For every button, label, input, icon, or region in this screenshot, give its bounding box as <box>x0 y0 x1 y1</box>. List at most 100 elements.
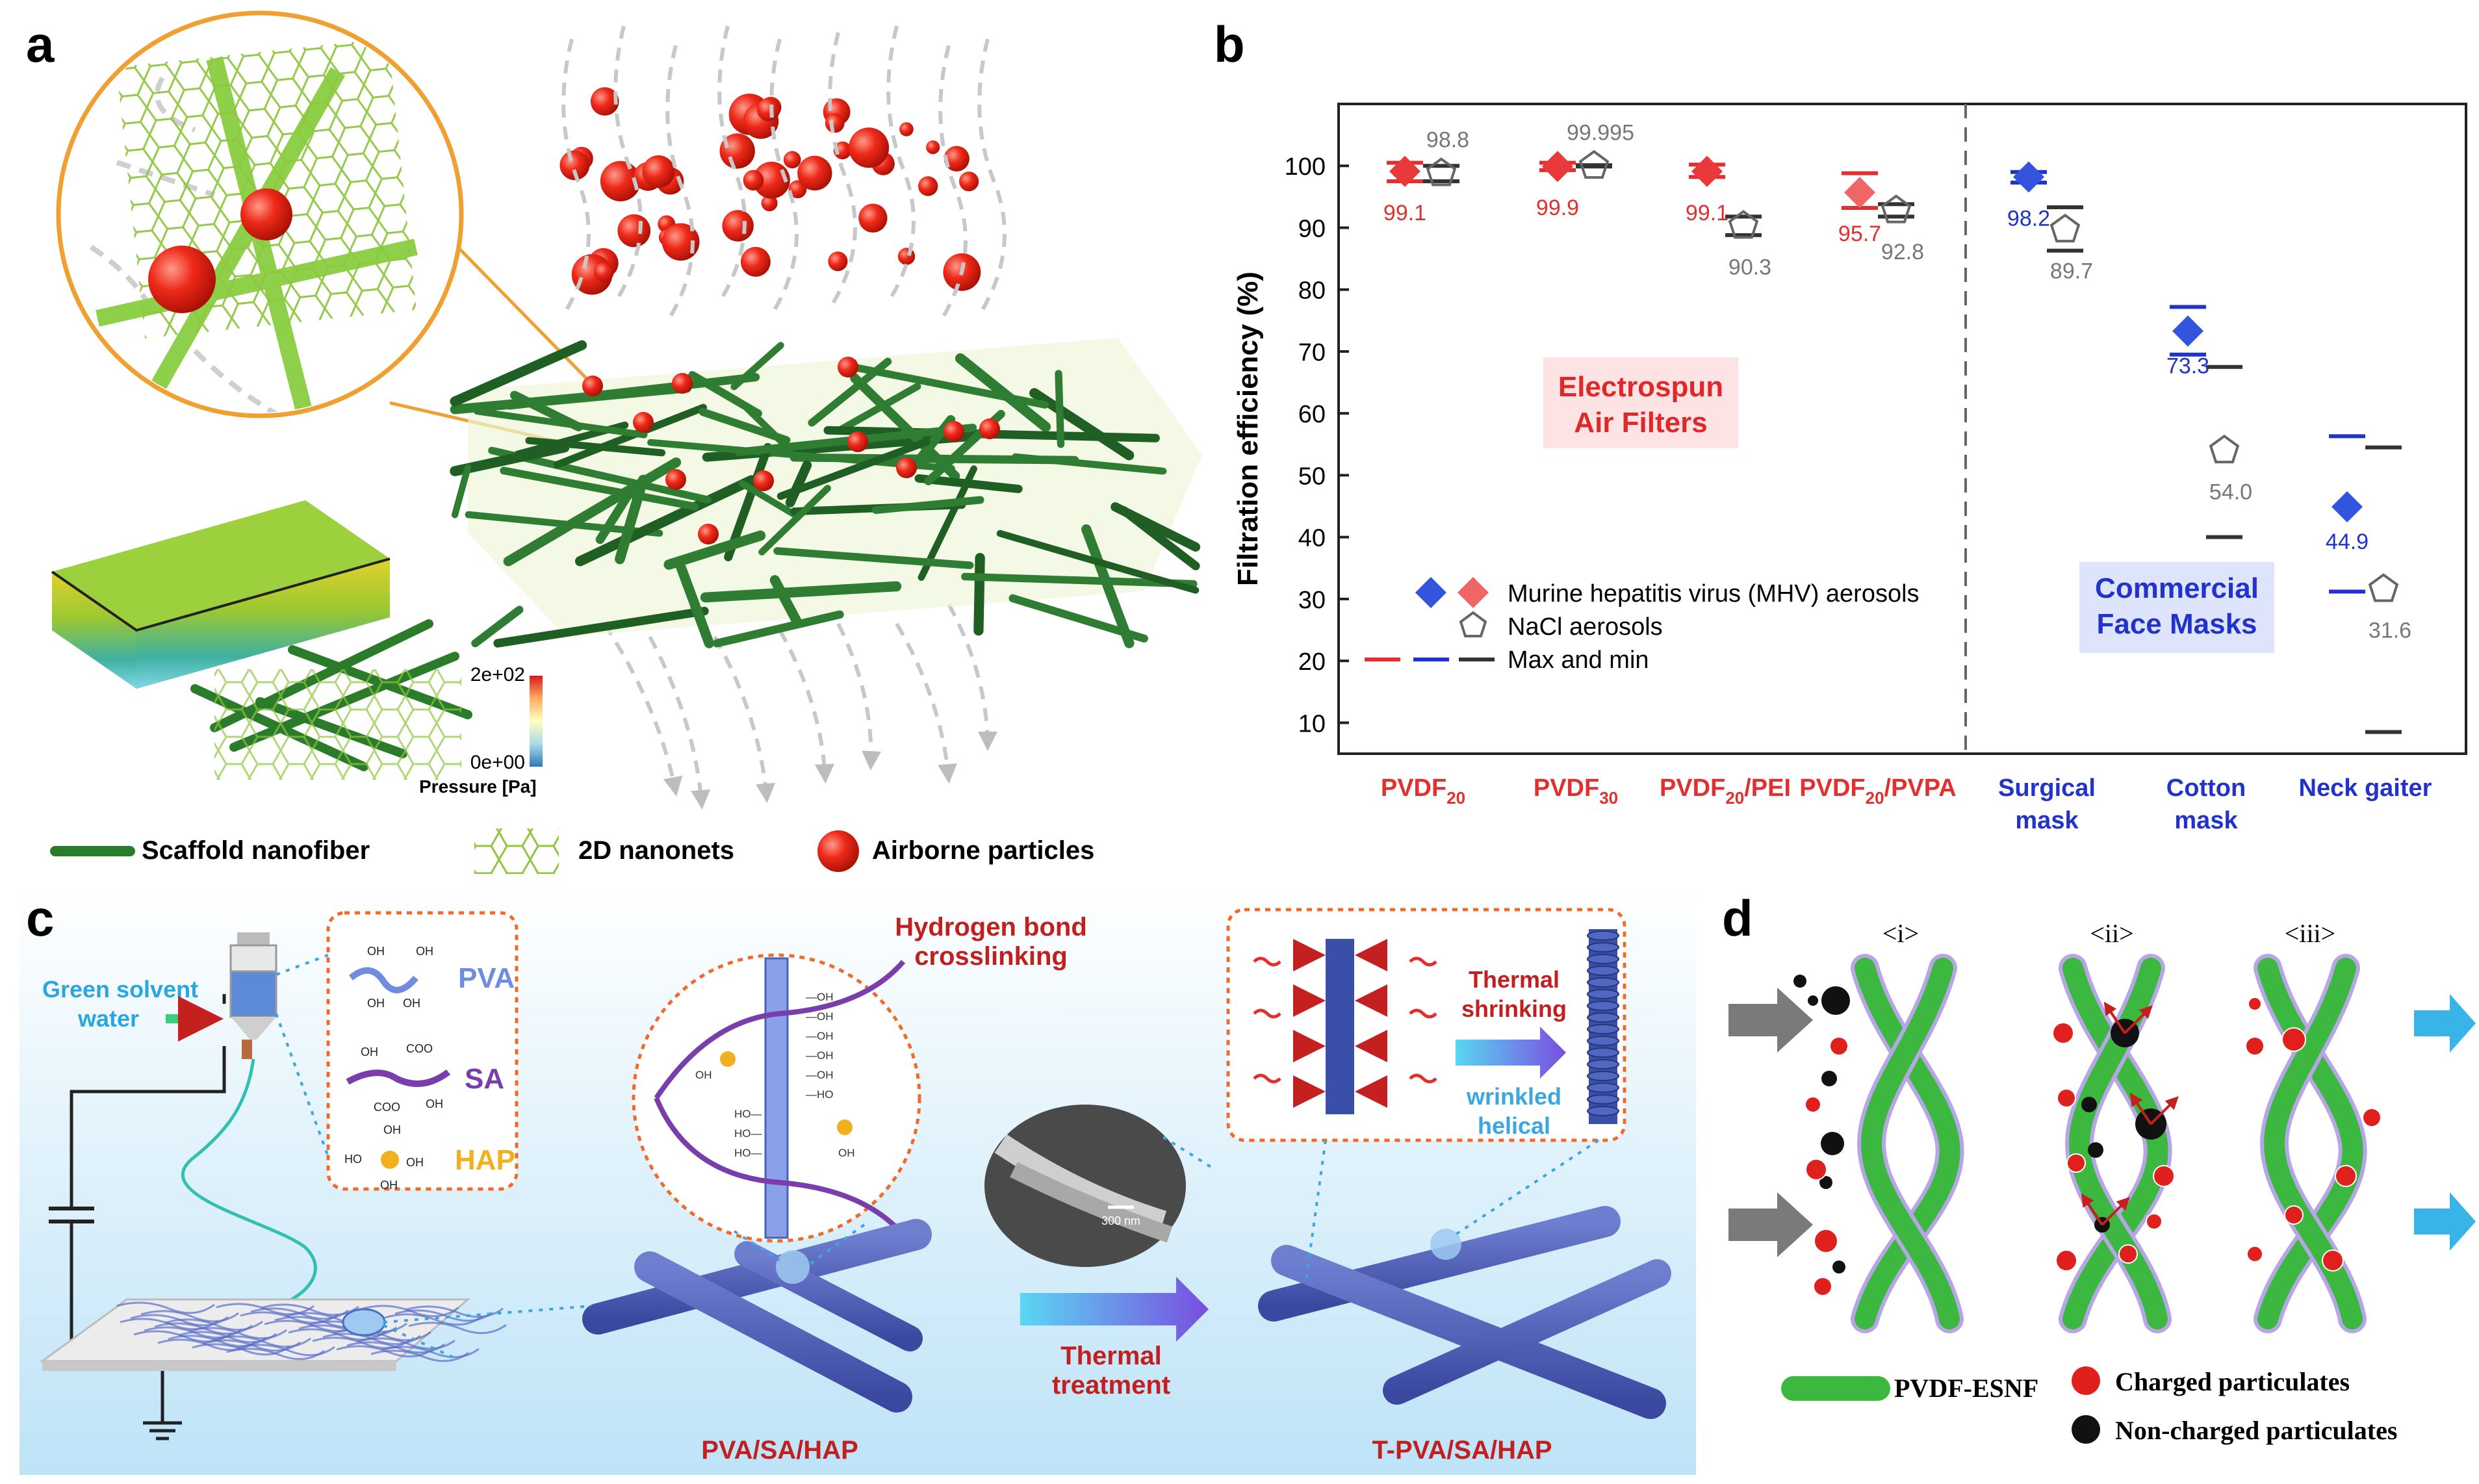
attraction-arrow <box>2103 1001 2126 1034</box>
airborne-particle <box>918 176 938 196</box>
y-axis-label: Filtration efficiency (%) <box>1232 272 1264 586</box>
svg-text:OH: OH <box>380 1179 398 1192</box>
nacl-point <box>1426 157 1457 186</box>
svg-text:OH: OH <box>838 1147 855 1159</box>
trapped-particle <box>672 373 693 394</box>
nacl-value-label: 99.995 <box>1567 120 1634 145</box>
airborne-particle <box>642 155 675 188</box>
charged-particulate <box>1805 1096 1821 1113</box>
pvdf-esnf-fiber <box>1855 958 1960 1329</box>
panel-b-letter: b <box>1214 16 1245 73</box>
collected-fiber <box>216 1303 315 1316</box>
y-tick-label: 100 <box>1285 153 1326 181</box>
heat-wave-icon <box>1409 1073 1437 1084</box>
inflow-arrow <box>1728 988 1813 1053</box>
x-category-label-line2: mask <box>2015 807 2079 834</box>
stage-iii-label: <iii> <box>2285 919 2335 948</box>
non-charged-particulate <box>2088 1142 2103 1158</box>
airflow-line-out <box>947 603 997 751</box>
mhv-red-marker <box>1457 576 1489 609</box>
wrinkle-ridge <box>1587 966 1619 976</box>
airflow-line-out <box>778 629 834 784</box>
svg-text:OH: OH <box>403 997 420 1010</box>
scaffold-nanofiber <box>961 572 1198 588</box>
airborne-particle <box>897 248 916 265</box>
airborne-particle <box>958 172 979 192</box>
charged-particulate <box>2248 997 2262 1011</box>
x-category-label: Surgical <box>1998 774 2096 802</box>
mhv-point <box>2013 161 2044 193</box>
scaffold-nanofiber <box>676 562 714 648</box>
stage-ii-label: <ii> <box>2090 919 2133 948</box>
commercial-group-box <box>2079 562 2274 653</box>
scaffold-nanofiber <box>503 457 682 567</box>
airborne-particle <box>944 146 970 172</box>
scaffold-nanofiber <box>525 437 666 457</box>
wrinkle-ridge <box>1587 1106 1619 1116</box>
nacl-value-label: 89.7 <box>2050 259 2093 283</box>
wrinkle-ridge <box>1587 1024 1619 1034</box>
svg-text:OH: OH <box>367 945 385 958</box>
charged-particulate <box>2246 1246 2263 1262</box>
x-category-label: PVDF20/PEI <box>1660 774 1791 808</box>
x-category-label: PVDF30 <box>1534 774 1618 808</box>
svg-text:OH: OH <box>367 997 385 1010</box>
legend-b-item-range: Max and min <box>1508 646 1649 674</box>
nacl-point <box>1728 210 1759 239</box>
scaffold-nanofiber <box>996 530 1200 594</box>
scaffold-nanofiber <box>713 610 844 648</box>
trapped-particle <box>979 418 1000 439</box>
mhv-value-label: 73.3 <box>2166 354 2209 379</box>
airborne-particle <box>783 151 801 169</box>
ground-icon <box>143 1421 182 1440</box>
outflow-arrow <box>2414 1192 2476 1251</box>
charged-particulate <box>2153 1165 2175 1187</box>
non-charged-particulate <box>1793 975 1806 988</box>
scaffold-nanofiber <box>1111 502 1201 552</box>
nacl-value-label: 98.8 <box>1426 128 1469 153</box>
non-charged-particulate <box>1832 1260 1845 1273</box>
x-category-label: Neck gaiter <box>2299 774 2432 802</box>
green-solvent-line1: Green solvent <box>42 976 198 1003</box>
scaffold-nanofiber <box>450 383 692 415</box>
pressure-colorbar <box>530 676 543 767</box>
y-tick-label: 80 <box>1298 277 1326 305</box>
scaffold-nanofiber <box>769 575 803 628</box>
nacl-value-label: 92.8 <box>1881 240 1924 264</box>
collected-fiber <box>157 1338 256 1351</box>
nacl-value-label: 31.6 <box>2369 619 2411 643</box>
airflow-line-in <box>769 38 799 313</box>
charged-particulate <box>2057 1088 2076 1108</box>
airborne-particle <box>828 251 848 272</box>
charged-particulate <box>2322 1249 2344 1272</box>
svg-text:—OH: —OH <box>806 991 834 1003</box>
hydrogen-bond-line1: Hydrogen bond <box>895 913 1087 941</box>
thermal-shrinking-line1: Thermal <box>1469 966 1560 993</box>
zoom-inset <box>56 10 464 418</box>
scaffold-nanofiber <box>615 474 649 565</box>
collected-fiber <box>116 1301 215 1314</box>
nacl-value-label: 90.3 <box>1728 255 1771 280</box>
svg-text:—OH: —OH <box>806 1069 834 1081</box>
airflow-line-out <box>836 622 882 771</box>
x-category-label: Cotton <box>2166 774 2246 802</box>
charged-particulate <box>2066 1153 2086 1173</box>
airflow-line-in <box>977 38 1007 313</box>
scaffold-nanofiber <box>1029 388 1135 461</box>
y-tick-label: 70 <box>1298 339 1326 366</box>
wrinkle-ridge <box>1587 1094 1619 1105</box>
scaffold-nanofiber <box>852 363 1049 409</box>
svg-text:—HO: —HO <box>806 1088 834 1101</box>
airborne-particle <box>833 141 852 160</box>
stage-i-label: <i> <box>1882 919 1919 948</box>
electrospun-label-line2: Air Filters <box>1574 407 1707 439</box>
mhv-point <box>1844 177 1875 209</box>
nacl-point <box>2209 434 2240 464</box>
airborne-particle <box>617 214 651 248</box>
mhv-value-label: 99.9 <box>1536 196 1579 220</box>
airborne-particle <box>761 195 778 212</box>
scaffold-nanofiber <box>450 442 570 476</box>
scaffold-nanofiber <box>1081 524 1135 648</box>
